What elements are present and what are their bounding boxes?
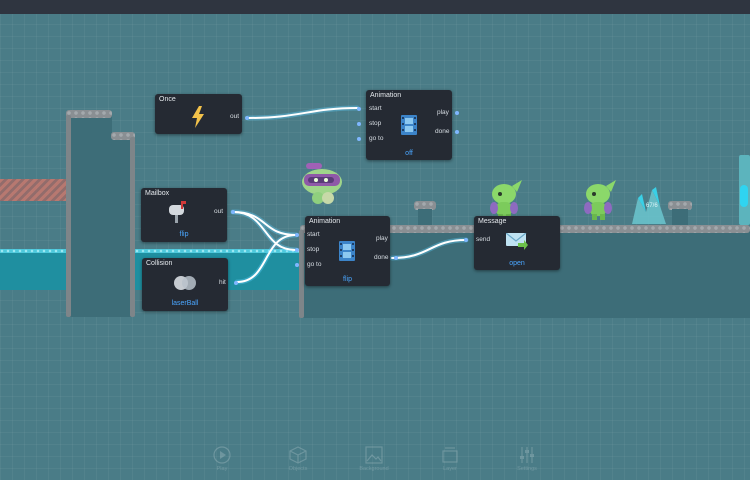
port-play-label: play	[437, 109, 449, 116]
lightning-icon	[192, 106, 204, 128]
image-icon	[365, 446, 383, 464]
toolbar-label: Play	[216, 466, 228, 472]
toolbar-label: Layer	[443, 466, 457, 472]
node-value[interactable]: off	[405, 150, 413, 157]
port-out-label: out	[214, 208, 224, 215]
port-start[interactable]	[357, 107, 361, 111]
once-node[interactable]: Once out	[155, 94, 249, 134]
robot-sprite	[302, 163, 342, 204]
wire-mailbox-stop	[232, 211, 297, 251]
toolbar-background-button[interactable]: Background	[352, 446, 396, 472]
sliders-icon	[520, 447, 534, 463]
port-done[interactable]	[455, 130, 459, 134]
port-start-label: start	[369, 105, 382, 112]
portal-light	[740, 185, 748, 207]
port-out[interactable]	[245, 116, 249, 120]
stone-block-right-body	[672, 209, 688, 225]
water-surface-left	[0, 249, 66, 253]
node-title: Collision	[146, 260, 173, 267]
score-label: 67/6	[646, 203, 658, 209]
port-goto[interactable]	[357, 137, 361, 141]
stone-pillar-top	[66, 110, 112, 118]
stone-pillar	[67, 115, 112, 317]
stone-pillar-edge	[66, 115, 71, 317]
port-stop-label: stop	[369, 120, 382, 127]
layers-icon	[442, 447, 458, 463]
film-icon	[401, 115, 417, 135]
node-value[interactable]: laserBall	[171, 300, 199, 307]
play-icon	[213, 446, 231, 464]
port-stop[interactable]	[295, 248, 299, 252]
port-out[interactable]	[231, 210, 235, 214]
port-done-label: done	[374, 254, 389, 261]
ground-right-edge	[299, 230, 304, 318]
port-hit-label: hit	[219, 279, 226, 286]
port-hit[interactable]	[234, 281, 238, 285]
toolbar-label: Background	[359, 466, 389, 472]
node-value[interactable]: open	[509, 260, 525, 267]
stone-block-body	[418, 209, 432, 225]
port-done[interactable]	[394, 256, 398, 260]
animation-node-top[interactable]: Animation start stop go to play done off	[357, 90, 459, 160]
envelope-icon	[506, 233, 528, 250]
port-stop[interactable]	[357, 122, 361, 126]
water-pool-left	[0, 252, 66, 290]
dragon-sprite	[584, 180, 616, 220]
node-title: Once	[159, 96, 176, 103]
toolbar-label: Objects	[288, 466, 308, 472]
stone-block-right	[668, 201, 692, 210]
stone-block	[414, 201, 436, 210]
animation-node-mid[interactable]: Animation start stop go to play done fli…	[295, 216, 398, 286]
node-value[interactable]: flip	[179, 231, 189, 238]
node-title: Animation	[309, 218, 341, 225]
stone-ledge-top	[111, 132, 135, 140]
node-title: Mailbox	[145, 190, 170, 197]
stone-ledge	[112, 137, 134, 317]
toolbar-label: Settings	[517, 466, 537, 472]
port-goto-label: go to	[369, 135, 384, 142]
port-send-label: send	[476, 236, 491, 243]
port-play[interactable]	[455, 111, 459, 115]
stone-ledge-edge	[130, 137, 135, 317]
message-node[interactable]: Message send open	[464, 216, 560, 270]
toolbar-settings-button[interactable]: Settings	[505, 446, 549, 472]
port-play-label: play	[376, 235, 388, 242]
toolbar-layer-button[interactable]: Layer	[428, 446, 472, 472]
crystal-sprite	[632, 187, 666, 224]
wire-done-message	[391, 239, 467, 259]
film-icon	[339, 241, 355, 261]
node-value[interactable]: flip	[343, 276, 352, 283]
top-bar	[0, 0, 750, 14]
water-surface-mid	[135, 249, 300, 253]
hazard-platform	[0, 179, 66, 201]
node-title: Message	[478, 218, 507, 225]
collision-node[interactable]: Collision hit laserBall	[142, 258, 238, 311]
wire-collision-start	[236, 234, 297, 283]
port-start-label: start	[307, 231, 320, 238]
toolbar-objects-button[interactable]: Objects	[276, 446, 320, 472]
wire-once-animation	[247, 107, 358, 119]
port-out-label: out	[230, 113, 240, 120]
collision-icon	[174, 276, 196, 290]
port-goto[interactable]	[295, 263, 299, 267]
cube-icon	[289, 446, 307, 464]
port-start[interactable]	[295, 233, 299, 237]
port-stop-label: stop	[307, 246, 320, 253]
port-goto-label: go to	[307, 261, 322, 268]
toolbar-play-button[interactable]: Play	[200, 446, 244, 472]
mailbox-node[interactable]: Mailbox out flip	[141, 188, 235, 242]
port-done-label: done	[435, 128, 450, 135]
port-send[interactable]	[464, 238, 468, 242]
mailbox-icon	[169, 201, 186, 223]
node-title: Animation	[370, 92, 402, 99]
